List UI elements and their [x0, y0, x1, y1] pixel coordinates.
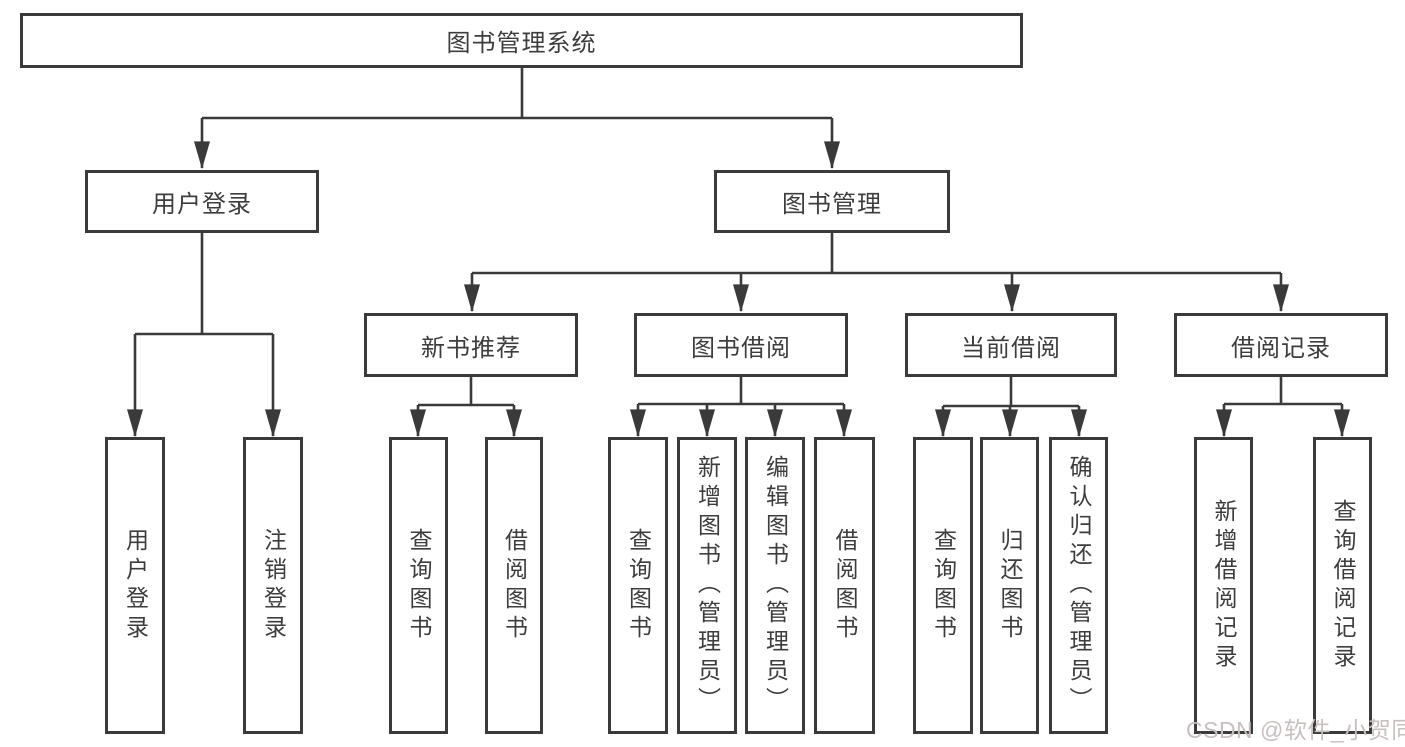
leaf-return-book-label: 归还图书	[997, 527, 1023, 644]
node-current-borrow-label: 当前借阅	[961, 334, 1061, 362]
node-new-book-recommend-label: 新书推荐	[421, 334, 521, 362]
node-current-borrow: 当前借阅	[905, 313, 1117, 377]
csdn-watermark: CSDN @软件_小贺同学	[1186, 717, 1405, 743]
node-root-label: 图书管理系统	[446, 30, 597, 57]
leaf-query-books-recommend: 查询图书	[389, 437, 448, 734]
node-book-management: 图书管理	[714, 170, 950, 233]
leaf-query-books-current-label: 查询图书	[930, 527, 957, 644]
leaf-confirm-return-admin: 确认归还（管理员）	[1049, 437, 1108, 734]
node-book-management-label: 图书管理	[782, 191, 882, 218]
leaf-return-book: 归还图书	[980, 437, 1039, 734]
leaf-query-books-current: 查询图书	[913, 437, 973, 734]
leaf-logout-login: 注销登录	[243, 437, 303, 734]
node-borrow-records-label: 借阅记录	[1231, 334, 1331, 362]
leaf-query-books-borrow-label: 查询图书	[625, 527, 652, 644]
node-book-borrow: 图书借阅	[634, 313, 848, 377]
leaf-edit-book-admin: 编辑图书（管理员）	[745, 437, 805, 734]
node-user-login-label: 用户登录	[152, 191, 252, 218]
leaf-query-books-borrow: 查询图书	[608, 437, 668, 734]
leaf-borrow-books: 借阅图书	[814, 437, 875, 734]
leaf-add-borrow-record-label: 新增借阅记录	[1211, 498, 1237, 673]
node-borrow-records: 借阅记录	[1174, 313, 1388, 377]
leaf-user-login: 用户登录	[105, 437, 165, 734]
leaf-add-borrow-record: 新增借阅记录	[1194, 437, 1253, 734]
node-new-book-recommend: 新书推荐	[364, 313, 578, 377]
node-book-borrow-label: 图书借阅	[691, 334, 791, 362]
leaf-borrow-books-recommend: 借阅图书	[485, 437, 543, 734]
leaf-add-book-admin: 新增图书（管理员）	[677, 437, 737, 734]
leaf-borrow-books-label: 借阅图书	[832, 527, 858, 644]
leaf-add-book-admin-label: 新增图书（管理员）	[694, 455, 721, 716]
leaf-user-login-label: 用户登录	[122, 527, 149, 644]
leaf-edit-book-admin-label: 编辑图书（管理员）	[762, 455, 789, 716]
leaf-borrow-books-recommend-label: 借阅图书	[501, 527, 528, 644]
leaf-query-borrow-record: 查询借阅记录	[1313, 437, 1372, 734]
node-user-login: 用户登录	[85, 170, 319, 233]
leaf-query-borrow-record-label: 查询借阅记录	[1330, 498, 1356, 673]
node-root-library-system: 图书管理系统	[20, 13, 1023, 68]
leaf-confirm-return-admin-label: 确认归还（管理员）	[1066, 455, 1092, 716]
leaf-query-books-recommend-label: 查询图书	[406, 527, 432, 644]
leaf-logout-login-label: 注销登录	[260, 527, 287, 644]
